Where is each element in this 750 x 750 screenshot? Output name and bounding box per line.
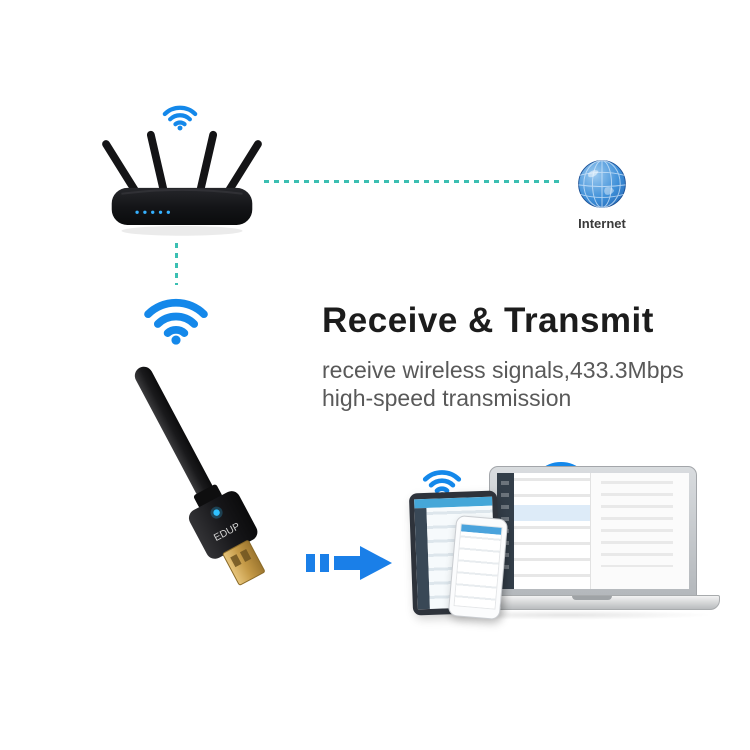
dotted-connector-vertical <box>175 243 178 285</box>
router-body <box>111 187 253 225</box>
globe-icon <box>578 160 626 208</box>
router-antennas <box>102 130 262 195</box>
laptop-base <box>464 595 720 610</box>
headline: Receive & Transmit <box>322 301 654 340</box>
router-leds <box>135 210 170 214</box>
subtitle: receive wireless signals,433.3Mbps high-… <box>322 356 684 412</box>
devices-shadow <box>418 610 714 620</box>
smartphone <box>447 514 509 621</box>
laptop-chat-list <box>514 473 591 589</box>
adapter-body <box>188 491 258 559</box>
laptop-display <box>497 473 689 589</box>
laptop-content-pane <box>591 473 689 589</box>
adapter-hinge <box>193 484 222 508</box>
wifi-icon <box>161 100 199 131</box>
adapter-led <box>213 509 220 516</box>
router-illustration <box>102 130 262 236</box>
dotted-connector-horizontal <box>264 180 564 183</box>
wifi-icon-large <box>141 289 211 345</box>
phone-app-body <box>454 531 501 609</box>
adapter-antenna <box>134 366 213 498</box>
subtitle-line-1: receive wireless signals,433.3Mbps <box>322 357 684 383</box>
right-arrow-icon <box>306 546 392 580</box>
laptop-screen <box>489 466 697 596</box>
usb-connector <box>222 540 265 586</box>
subtitle-line-2: high-speed transmission <box>322 385 572 412</box>
usb-adapter-illustration: EDUP <box>134 366 265 586</box>
phone-screen <box>453 523 503 610</box>
laptop-selected-row <box>514 505 590 521</box>
router-shadow <box>121 225 243 236</box>
internet-label: Internet <box>578 216 626 231</box>
laptop-text-lines <box>601 481 673 567</box>
